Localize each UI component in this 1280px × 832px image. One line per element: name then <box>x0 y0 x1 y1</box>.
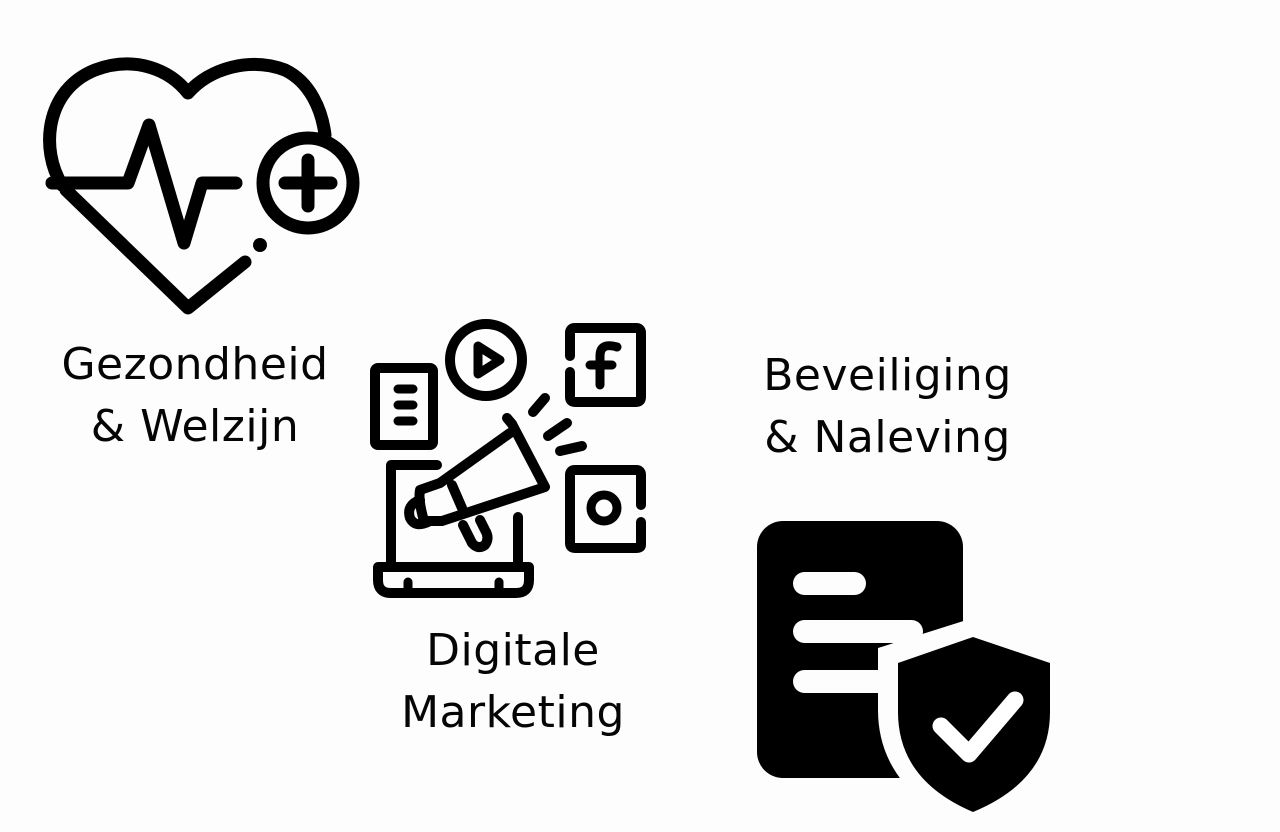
play-icon <box>445 319 527 401</box>
megaphone-icon <box>404 413 550 553</box>
facebook-icon <box>565 323 646 407</box>
document-icon <box>370 363 438 450</box>
shield-icon <box>898 637 1050 812</box>
instagram-icon <box>565 465 646 553</box>
category-title-health: Gezondheid & Welzijn <box>30 334 360 458</box>
category-title-marketing: Digitale Marketing <box>368 620 658 744</box>
title-line-2: & Welzijn <box>90 401 300 452</box>
title-line-2: Marketing <box>401 687 625 738</box>
laptop-icon <box>386 460 523 572</box>
title-line-1: Gezondheid <box>61 339 329 390</box>
title-line-1: Digitale <box>426 625 600 676</box>
title-line-2: & Naleving <box>764 412 1011 463</box>
category-title-security: Beveiliging & Naleving <box>735 345 1040 469</box>
check-icon <box>932 691 1024 763</box>
title-line-1: Beveiliging <box>763 350 1012 401</box>
